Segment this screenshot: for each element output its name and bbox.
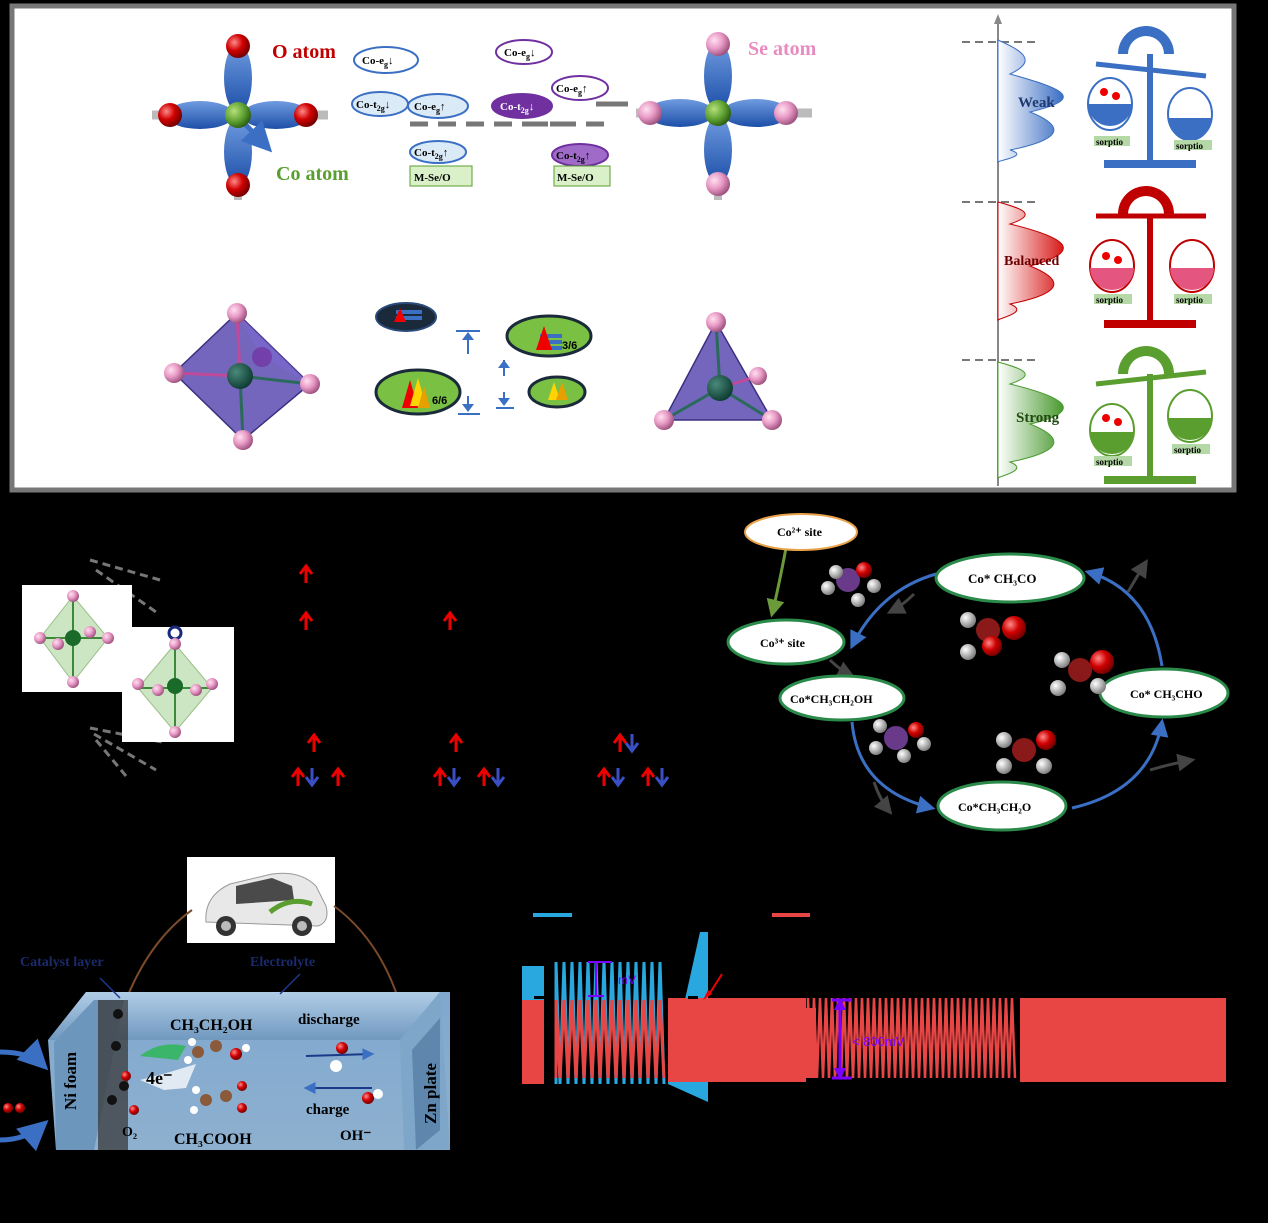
o-t2g-up-sub: 2g	[435, 152, 443, 161]
electrons-label: 4e⁻	[146, 1068, 173, 1088]
orbital-levels-o: Co-eg↓ Co-t2g↓ Co-eg↑ Co-t2g↑ M-Se/O	[351, 46, 560, 187]
o-t2g-down-arrow: ↓	[385, 99, 391, 111]
weak-label: Weak	[1018, 95, 1055, 111]
svg-text:Co-eg↑: Co-eg↑	[414, 101, 446, 115]
o-eg-up-label: Co-e	[414, 101, 436, 113]
spin-occupancy-icons: 3/6 6/6	[374, 302, 593, 416]
discharge-label: discharge	[298, 1012, 360, 1028]
ethanol-node-label: Co*CH₃CH₂OH	[790, 692, 873, 706]
se-t2g-up-label: Co-t	[556, 150, 577, 162]
o2-label: O₂	[122, 1125, 137, 1140]
strong-dos-curve	[997, 361, 1064, 480]
se-eg-down-label: Co-e	[504, 47, 526, 59]
acetaldehyde-node-label: Co* CH₃CHO	[1130, 687, 1203, 701]
o-t2g-down-label: Co-t	[356, 99, 377, 111]
se-eg-up-sub: g	[578, 88, 582, 97]
balanced-sorption-right: sorptio	[1176, 295, 1204, 305]
cycling-chart	[522, 913, 1226, 1102]
strong-balance: sorptio sorptio	[1089, 346, 1213, 484]
co-atom-label: Co atom	[276, 163, 349, 185]
co3-site-label: Co³⁺ site	[760, 636, 806, 650]
se-eg-down-arrow: ↓	[530, 47, 536, 59]
external-wire	[125, 905, 401, 1005]
reaction-cycle-arrows	[766, 547, 1196, 815]
cycle-nodes	[726, 513, 1230, 832]
battery-cell	[48, 973, 450, 1150]
ni-foam-label: Ni foam	[61, 1052, 80, 1110]
octahedron-coordination	[164, 303, 320, 450]
tetrahedron-coordination	[654, 312, 782, 430]
balanced-dos-curve	[997, 201, 1064, 322]
strong-sorption-left: sorptio	[1096, 457, 1124, 467]
se-t2g-down-label: Co-t	[500, 101, 521, 113]
o-t2g-up-arrow: ↑	[443, 147, 449, 159]
o-t2g-up-label: Co-t	[414, 147, 435, 159]
co-o-octahedron-orbitals	[152, 34, 328, 200]
svg-text:Co-eg↓: Co-eg↓	[504, 47, 536, 61]
balanced-label: Balanced	[1004, 254, 1059, 269]
o-eg-down-arrow: ↓	[388, 55, 394, 67]
oh-label: OH⁻	[340, 1128, 371, 1144]
weak-sorption-right: sorptio	[1176, 141, 1204, 151]
o-t2g-sub: 2g	[377, 104, 385, 113]
cycle-molecules	[821, 562, 1114, 774]
se-t2g-up-sub: 2g	[577, 155, 585, 164]
svg-text:Co-t2g↓: Co-t2g↓	[356, 99, 390, 113]
car-image	[187, 857, 335, 943]
occupancy-3-6: 3/6	[562, 340, 577, 352]
se-eg-sub: g	[526, 52, 530, 61]
o2-inflow-arrows	[0, 1038, 49, 1152]
se-t2g-up-arrow: ↑	[585, 150, 591, 162]
o-eg-up-sub: g	[436, 106, 440, 115]
co2-site-label: Co²⁺ site	[777, 525, 823, 539]
se-t2g-sub: 2g	[521, 106, 529, 115]
electrolyte-label: Electrolyte	[250, 955, 315, 970]
acetic-acid-molecule	[190, 1081, 247, 1114]
weak-sorption-left: sorptio	[1096, 137, 1124, 147]
o2-molecule-left-b	[15, 1103, 25, 1113]
svg-text:Co-t2g↑: Co-t2g↑	[556, 150, 590, 164]
acetic-acid-label: CH₃COOH	[174, 1131, 252, 1148]
strong-label: Strong	[1016, 410, 1060, 426]
se-atom-label: Se atom	[748, 38, 817, 60]
crystal-box-2	[122, 625, 234, 742]
se-t2g-down-arrow: ↓	[529, 101, 535, 113]
balanced-balance: sorptio sorptio	[1089, 186, 1215, 328]
balanced-sorption-left: sorptio	[1096, 295, 1124, 305]
ethanol-label: CH₃CH₂OH	[170, 1017, 253, 1034]
small-gap-label: mV	[618, 973, 636, 987]
co-se-octahedron-orbitals	[636, 32, 812, 200]
se-mseo-label: M-Se/O	[557, 172, 594, 184]
strong-sorption-right: sorptio	[1174, 445, 1202, 455]
charge-label: charge	[306, 1102, 350, 1118]
svg-text:Co-eg↑: Co-eg↑	[556, 83, 588, 97]
svg-text:Co-eg↓: Co-eg↓	[362, 55, 394, 69]
crystal-box-1	[22, 585, 132, 692]
weak-dos-curve	[997, 39, 1064, 164]
ethanol-molecule	[184, 1038, 250, 1064]
orbital-levels-se: Co-eg↓ Co-eg↑ Co-t2g↓ Co-t2g↑ M-Se/O	[491, 39, 628, 187]
se-eg-up-arrow: ↑	[582, 83, 588, 95]
occupancy-6-6: 6/6	[432, 395, 447, 407]
weak-balance: sorptio sorptio	[1087, 26, 1213, 168]
svg-text:Co-t2g↓: Co-t2g↓	[500, 101, 534, 115]
spin-arrows	[290, 563, 670, 788]
ethoxy-node-label: Co*CH₃CH₂O	[958, 800, 1031, 814]
large-gap-label: < 800mV	[852, 1034, 905, 1049]
se-eg-up-label: Co-e	[556, 83, 578, 95]
o-eg-up-arrow: ↑	[440, 101, 446, 113]
o-eg-sub: g	[384, 60, 388, 69]
zn-plate-label: Zn plate	[421, 1063, 440, 1124]
o-mseo-label: M-Se/O	[414, 172, 451, 184]
catalyst-layer-label: Catalyst layer	[20, 955, 104, 970]
o-atom-label: O atom	[272, 41, 336, 63]
o-eg-down-label: Co-e	[362, 55, 384, 67]
panel-c-dashed-lines	[89, 558, 163, 777]
svg-text:Co-t2g↑: Co-t2g↑	[414, 147, 448, 161]
o2-molecule-left-a	[3, 1103, 13, 1113]
acetyl-node-label: Co* CH₃CO	[968, 571, 1037, 586]
